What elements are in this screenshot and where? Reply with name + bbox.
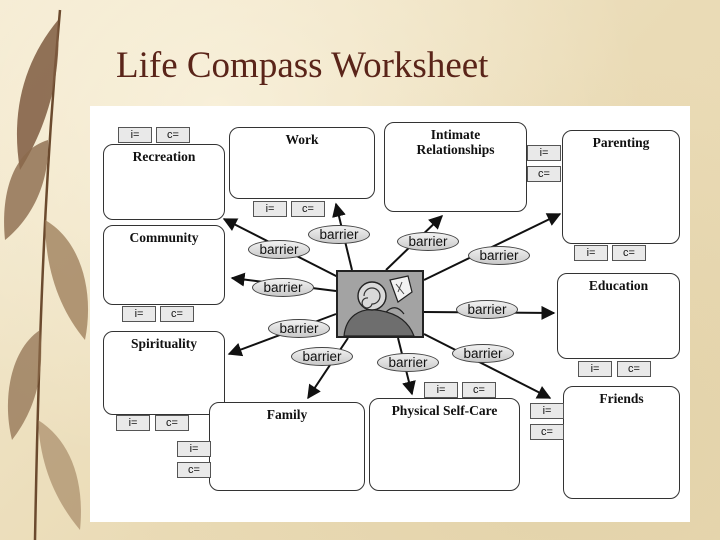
barrier-oval: barrier (252, 278, 314, 297)
worksheet-diagram: Recreation Work Intimate Relationships P… (90, 106, 690, 522)
category-label: Work (285, 132, 319, 147)
category-box-work[interactable]: Work (229, 127, 375, 199)
category-box-parenting[interactable]: Parenting (562, 130, 680, 244)
consistency-tag-intimate[interactable]: c= (527, 166, 561, 182)
barrier-oval: barrier (452, 344, 514, 363)
consistency-tag-friends[interactable]: c= (530, 424, 564, 440)
importance-tag-family[interactable]: i= (177, 441, 211, 457)
barrier-oval: barrier (377, 353, 439, 372)
consistency-tag-physical[interactable]: c= (462, 382, 496, 398)
person-compass-figure-icon (336, 270, 424, 338)
barrier-oval: barrier (291, 347, 353, 366)
arrow-family (307, 337, 349, 400)
importance-tag-friends[interactable]: i= (530, 403, 564, 419)
category-label: Friends (599, 391, 644, 406)
page-title: Life Compass Worksheet (116, 45, 489, 86)
barrier-oval: barrier (268, 319, 330, 338)
consistency-tag-spirituality[interactable]: c= (155, 415, 189, 431)
category-label: Community (129, 230, 199, 245)
importance-tag-community[interactable]: i= (122, 306, 156, 322)
barrier-oval: barrier (468, 246, 530, 265)
importance-tag-education[interactable]: i= (578, 361, 612, 377)
barrier-oval: barrier (397, 232, 459, 251)
category-box-physical-self-care[interactable]: Physical Self-Care (369, 398, 520, 491)
consistency-tag-parenting[interactable]: c= (612, 245, 646, 261)
consistency-tag-community[interactable]: c= (160, 306, 194, 322)
category-box-education[interactable]: Education (557, 273, 680, 359)
barrier-oval: barrier (308, 225, 370, 244)
category-box-recreation[interactable]: Recreation (103, 144, 225, 220)
importance-tag-physical[interactable]: i= (424, 382, 458, 398)
consistency-tag-work[interactable]: c= (291, 201, 325, 217)
category-box-intimate-relationships[interactable]: Intimate Relationships (384, 122, 527, 212)
category-label: Recreation (132, 149, 196, 164)
arrow-friends (423, 333, 552, 399)
importance-tag-spirituality[interactable]: i= (116, 415, 150, 431)
category-label: Intimate Relationships (416, 127, 495, 157)
importance-tag-work[interactable]: i= (253, 201, 287, 217)
importance-tag-intimate[interactable]: i= (527, 145, 561, 161)
barrier-oval: barrier (248, 240, 310, 259)
barrier-oval: barrier (456, 300, 518, 319)
importance-tag-recreation[interactable]: i= (118, 127, 152, 143)
category-label: Parenting (592, 135, 650, 150)
consistency-tag-recreation[interactable]: c= (156, 127, 190, 143)
category-label: Family (266, 407, 308, 422)
category-box-friends[interactable]: Friends (563, 386, 680, 499)
importance-tag-parenting[interactable]: i= (574, 245, 608, 261)
category-label: Physical Self-Care (391, 403, 498, 418)
category-box-spirituality[interactable]: Spirituality (103, 331, 225, 415)
category-label: Spirituality (130, 336, 197, 351)
consistency-tag-education[interactable]: c= (617, 361, 651, 377)
eucalyptus-leaves-decoration (4, 9, 89, 540)
category-box-family[interactable]: Family (209, 402, 365, 491)
consistency-tag-family[interactable]: c= (177, 462, 211, 478)
category-label: Education (588, 278, 649, 293)
category-box-community[interactable]: Community (103, 225, 225, 305)
